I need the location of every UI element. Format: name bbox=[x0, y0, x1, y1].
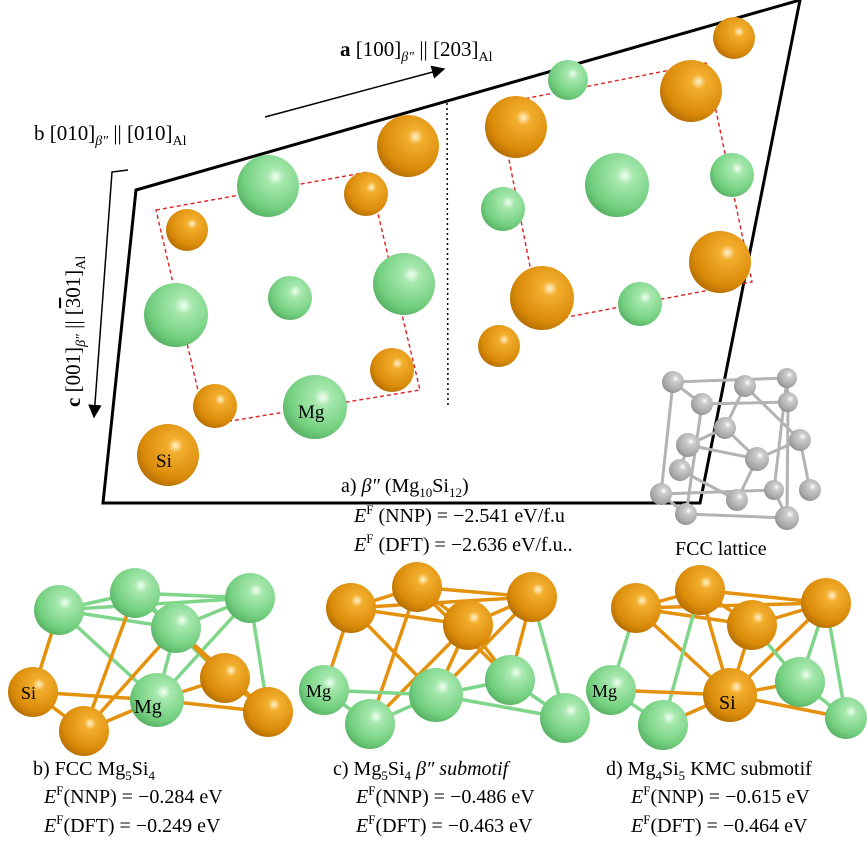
cell-divider bbox=[446, 102, 449, 408]
atom-label-si: Si bbox=[719, 692, 736, 714]
si-atom bbox=[137, 424, 199, 486]
caption-a-nnp: EF (NNP) = −2.541 eV/f.u bbox=[353, 502, 565, 527]
atom-label-si: Si bbox=[156, 451, 172, 472]
cluster-c: Mg bbox=[299, 562, 590, 749]
caption-d-nnp: EF(NNP) = −0.615 eV bbox=[630, 783, 810, 808]
caption-a-dft: EF (DFT) = −2.636 eV/f.u.. bbox=[353, 531, 573, 556]
caption-c-nnp: EF(NNP) = −0.486 eV bbox=[355, 783, 535, 808]
caption-c: c) Mg5Si4 β″ submotif EF(NNP) = −0.486 e… bbox=[333, 758, 535, 837]
atom-label-mg: Mg bbox=[134, 696, 162, 718]
caption-c-dft: EF(DFT) = −0.463 eV bbox=[355, 812, 533, 837]
si-atom bbox=[478, 325, 520, 367]
top-panel: Mg Si a [100]β″ || [203]Al b [010]β″ || … bbox=[34, 0, 802, 556]
caption-d-dft: EF(DFT) = −0.464 eV bbox=[630, 812, 808, 837]
si-atom bbox=[344, 172, 388, 216]
mg-atom bbox=[618, 282, 662, 326]
caption-a-title: a) β″ (Mg10Si12) bbox=[341, 475, 469, 500]
cluster-d: Mg Si bbox=[586, 565, 867, 750]
mg-atom bbox=[548, 60, 588, 100]
caption-d: d) Mg4Si5 KMC submotif EF(NNP) = −0.615 … bbox=[606, 758, 812, 837]
caption-b-title: b) FCC Mg5Si4 bbox=[33, 758, 155, 783]
axis-b-label: b [010]β″ || [010]Al bbox=[34, 121, 187, 149]
axis-a-label: a [100]β″ || [203]Al bbox=[340, 37, 493, 65]
axis-a-arrow bbox=[264, 65, 446, 118]
caption-b: b) FCC Mg5Si4 EF(NNP) = −0.284 eV EF(DFT… bbox=[33, 758, 223, 837]
mg-atom bbox=[585, 153, 649, 217]
atom-label-mg: Mg bbox=[306, 681, 331, 701]
si-atom bbox=[713, 17, 755, 59]
mg-atom bbox=[283, 375, 347, 439]
axis-c-label: c [001]β″ || [301]Al bbox=[61, 256, 89, 407]
si-atom bbox=[166, 209, 208, 251]
caption-d-title: d) Mg4Si5 KMC submotif bbox=[606, 758, 812, 783]
axis-c-arrow bbox=[88, 169, 129, 419]
fcc-lattice: FCC lattice bbox=[650, 368, 821, 560]
si-atom bbox=[377, 115, 439, 177]
si-atom bbox=[689, 231, 751, 293]
unit-cell-right bbox=[497, 62, 753, 323]
si-atom bbox=[510, 266, 574, 330]
mg-atom bbox=[481, 187, 525, 231]
atom-label-mg: Mg bbox=[298, 402, 325, 423]
si-atom bbox=[660, 60, 722, 122]
atom-label-mg: Mg bbox=[592, 681, 617, 701]
mg-atom bbox=[268, 276, 312, 320]
mg-atom bbox=[144, 283, 208, 347]
mg-atom bbox=[237, 155, 299, 217]
si-atom bbox=[193, 384, 237, 428]
atom-label-si: Si bbox=[21, 683, 36, 703]
cluster-b: Si Mg bbox=[8, 568, 293, 756]
si-atom bbox=[485, 96, 547, 158]
fcc-lattice-label: FCC lattice bbox=[675, 538, 767, 560]
si-atom bbox=[370, 348, 414, 392]
caption-b-dft: EF(DFT) = −0.249 eV bbox=[43, 812, 221, 837]
caption-c-title: c) Mg5Si4 β″ submotif bbox=[333, 758, 511, 783]
caption-b-nnp: EF(NNP) = −0.284 eV bbox=[43, 783, 223, 808]
mg-atom bbox=[710, 153, 754, 197]
mg-atom bbox=[373, 253, 435, 315]
